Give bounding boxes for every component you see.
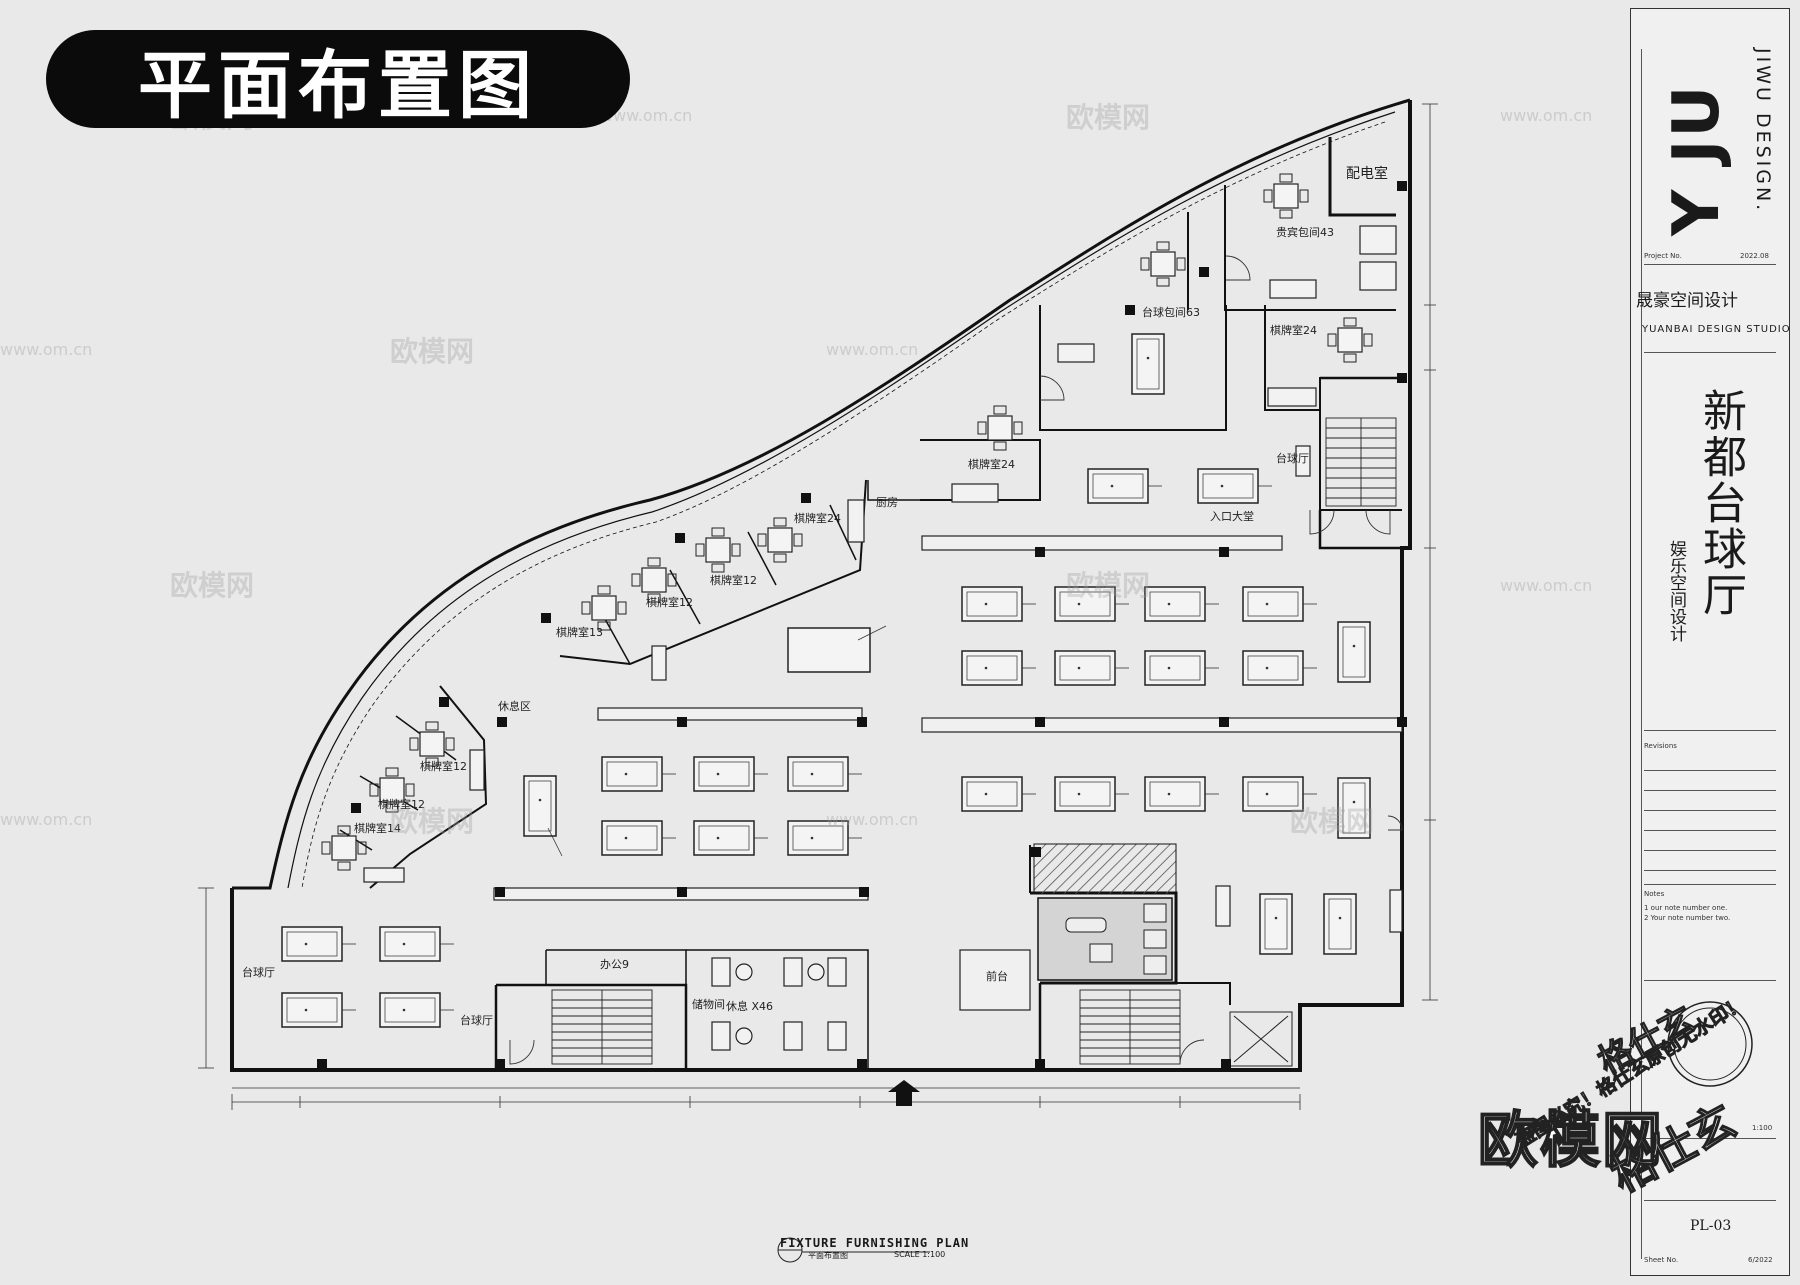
studio-name-cn: 晟豪空间设计 [1636, 291, 1738, 311]
divider [1644, 730, 1776, 731]
room-label-rest46: 休息 X46 [726, 999, 773, 1013]
watermark-url: www.om.cn [600, 106, 693, 125]
door-swings [509, 255, 1403, 1065]
divider [1644, 264, 1776, 265]
room-label-office9: 办公9 [600, 958, 629, 971]
revision-line [1644, 770, 1776, 771]
room-label-mj12b: 棋牌室12 [646, 595, 693, 609]
room-label-vip24b: 棋牌室24 [968, 457, 1015, 471]
divider [1644, 1138, 1776, 1139]
divider [1644, 352, 1776, 353]
revision-line [1644, 790, 1776, 791]
room-label-mj14: 棋牌室14 [354, 821, 401, 835]
caption-title-cn: 平面布置图 [808, 1251, 848, 1260]
scale-value: 1:100 [1752, 1124, 1773, 1132]
room-label-mj12d: 棋牌室12 [378, 797, 425, 811]
revision-line [1644, 850, 1776, 851]
room-label-table-b: 台球厅 [460, 1013, 493, 1027]
pool-tables [281, 333, 1371, 1028]
watermark-ghost: 欧模网 [1066, 569, 1151, 602]
project-no-label: Project No. [1644, 252, 1682, 260]
note-item: 1 our note number one. [1644, 904, 1728, 912]
room-label-power: 配电室 [1346, 165, 1388, 182]
room-label-mj12c: 棋牌室12 [420, 759, 467, 773]
caption-marker [777, 1237, 930, 1263]
page-title: 平面布置图 [138, 42, 538, 129]
watermark-ghost: 欧模网 [390, 335, 475, 368]
room-label-vip24a: 棋牌室24 [1270, 323, 1317, 337]
project-subtitle: 娱乐空间设计 [1666, 540, 1686, 642]
divider [1644, 980, 1776, 981]
title-block [1630, 8, 1790, 1276]
watermark-brand: 欧模网 [1477, 1105, 1664, 1177]
watermark-ghost: 欧模网 [390, 805, 475, 838]
building-outline [230, 98, 1412, 1072]
watermark-ghost: 欧模网 [1290, 805, 1375, 838]
page-title-banner: 平面布置图 [46, 30, 630, 129]
divider [1644, 884, 1776, 885]
watermark-url: www.om.cn [0, 340, 93, 359]
studio-name-en: YUANBAI DESIGN STUDIO [1642, 324, 1791, 335]
project-title: 新都台球厅 [1695, 388, 1746, 618]
sheet-date: 6/2022 [1748, 1256, 1773, 1264]
watermark-url: www.om.cn [826, 340, 919, 359]
revision-line [1644, 870, 1776, 871]
room-label-lounge: 休息区 [498, 699, 531, 713]
stair-center [1079, 989, 1181, 1065]
compass-icon [1667, 1001, 1753, 1087]
brand-subtitle: JIWU DESIGN. [1752, 48, 1774, 214]
room-label-vip43: 贵宾包间43 [1276, 225, 1334, 239]
title-block-frame [1641, 49, 1780, 1259]
dimension-lines [198, 103, 1438, 1110]
brand-mark: Y JU [1660, 83, 1734, 236]
revision-line [1644, 810, 1776, 811]
room-label-storage: 储物间 [692, 997, 725, 1011]
watermark-url: www.om.cn [1500, 106, 1593, 125]
revisions-label: Revisions [1644, 742, 1677, 750]
room-label-kitchen: 厨房 [876, 496, 898, 509]
sheet-no-label: Sheet No. [1644, 1256, 1679, 1264]
note-item: 2 Your note number two. [1644, 914, 1731, 922]
room-label-table-a: 台球厅 [242, 965, 275, 979]
room-label-reception: 前台 [986, 969, 1008, 983]
sheet-number: PL-03 [1690, 1218, 1732, 1234]
elevator [1229, 1011, 1293, 1067]
watermark-url: www.om.cn [826, 810, 919, 829]
interior-walls [339, 137, 1402, 1070]
project-year: 2022.08 [1740, 252, 1769, 260]
entrance-arrow-icon [888, 1080, 920, 1106]
stair-right [1325, 417, 1397, 507]
stair-left [551, 989, 653, 1065]
notes-label: Notes [1644, 890, 1665, 898]
watermark-ghost: 欧模网 [1066, 101, 1151, 134]
floor-plan-drawing: 配电室 贵宾包间43 台球包间63 棋牌室24 棋牌室24 棋牌室24 棋牌室1… [198, 98, 1438, 1263]
drawing-caption: FIXTURE FURNISHING PLAN 平面布置图 SCALE 1:10… [780, 1232, 970, 1260]
hatched-zone [1033, 843, 1177, 895]
room-label-vip63: 台球包间63 [1142, 305, 1200, 319]
room-label-vip24c: 棋牌室24 [794, 511, 841, 525]
room-label-lobby: 入口大堂 [1210, 509, 1254, 523]
divider [1644, 1200, 1776, 1201]
caption-title: FIXTURE FURNISHING PLAN [780, 1236, 970, 1250]
annotation-marks [547, 625, 887, 857]
revision-line [1644, 830, 1776, 831]
room-label-mj13: 棋牌室13 [556, 625, 603, 639]
watermark-url: www.om.cn [1500, 576, 1593, 595]
caption-scale: SCALE 1:100 [894, 1250, 946, 1259]
lounge-furniture [363, 225, 1403, 1051]
watermark-ghost: 欧模网 [170, 569, 255, 602]
room-label-table-c: 台球厅 [1276, 451, 1309, 465]
watermark-url: www.om.cn [0, 810, 93, 829]
room-label-mj12a: 棋牌室12 [710, 573, 757, 587]
